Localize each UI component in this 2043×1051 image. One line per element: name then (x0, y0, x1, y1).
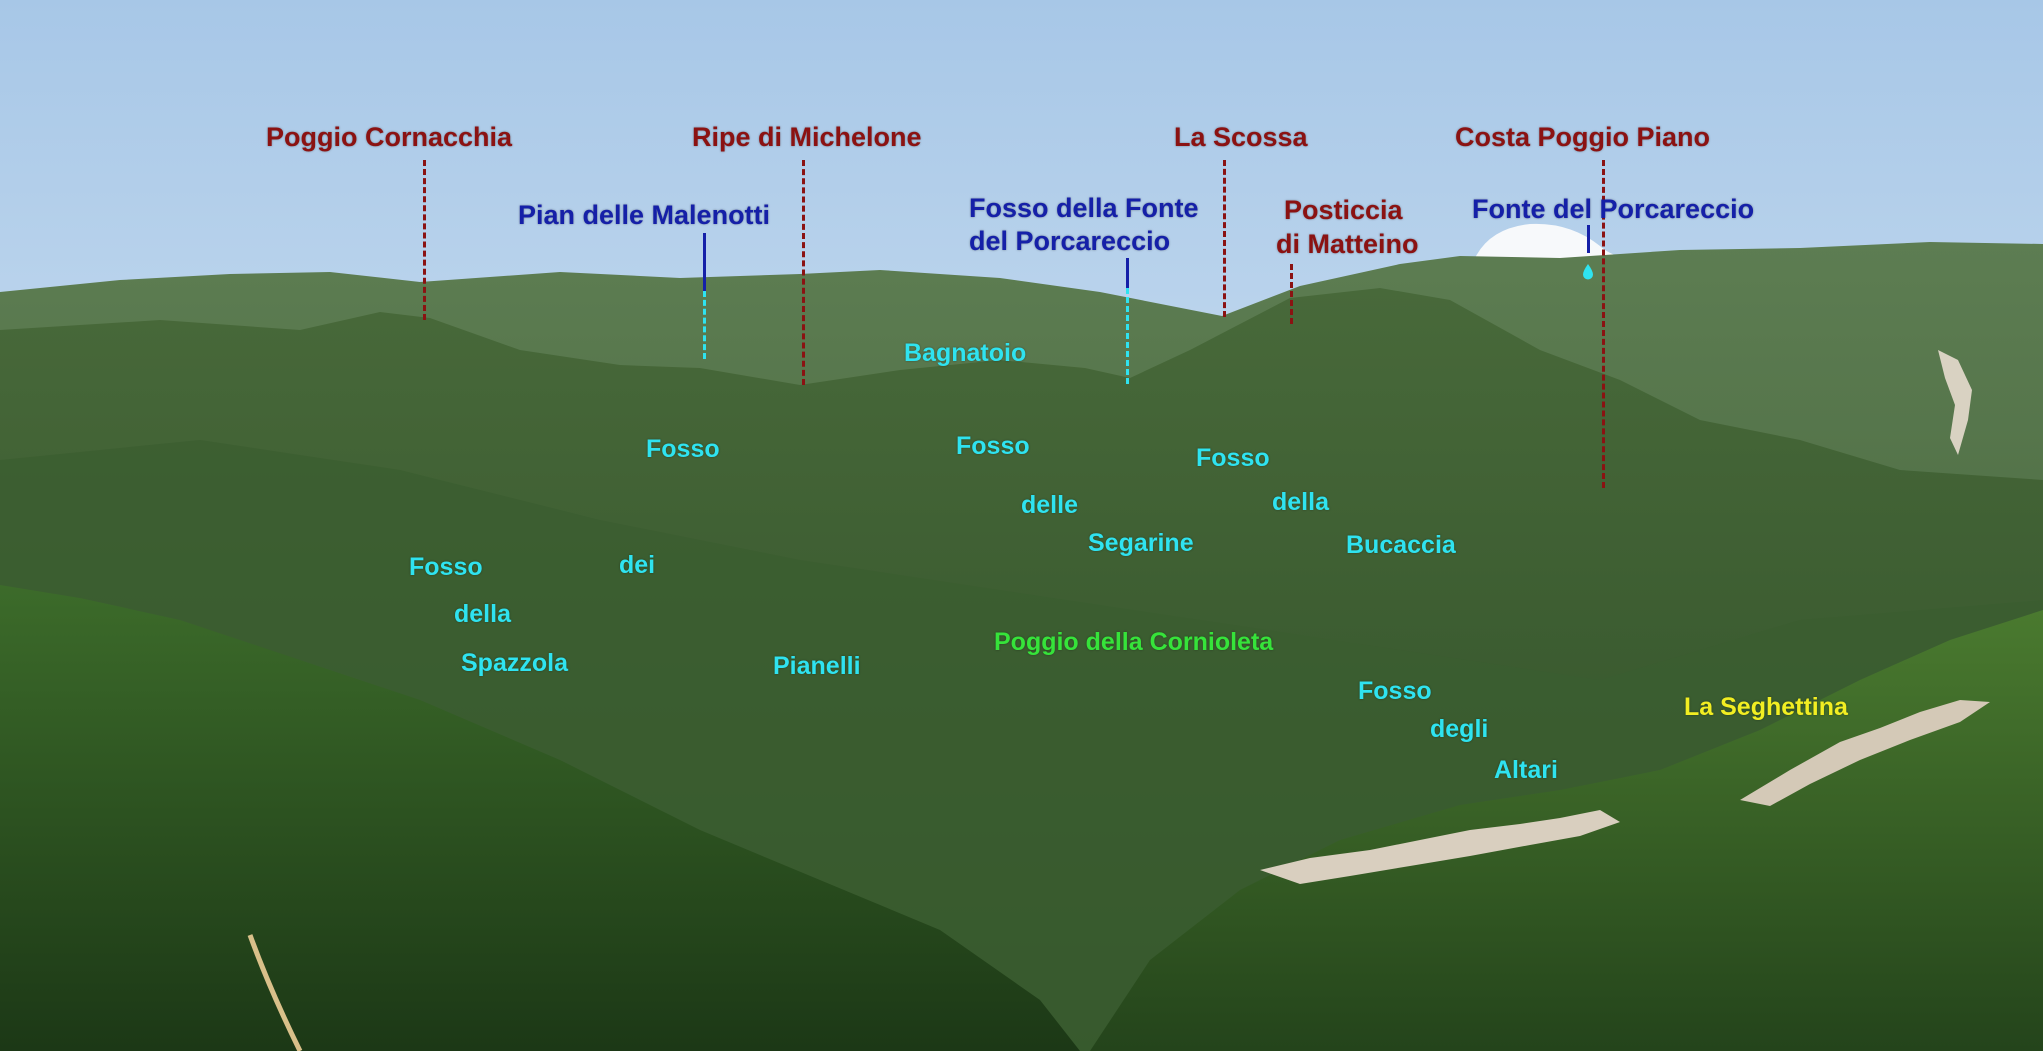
label-fosso-della-spazzola-1: Fosso (409, 553, 483, 581)
label-la-scossa: La Scossa (1174, 122, 1308, 152)
marker-ripe-di-michelone (802, 160, 805, 385)
label-fosso-della-bucaccia-2: della (1272, 488, 1329, 516)
label-bagnatoio: Bagnatoio (904, 339, 1027, 367)
label-fosso-degli-altari-2: degli (1430, 715, 1489, 743)
label-fonte-del-porcareccio: Fonte del Porcareccio (1472, 194, 1755, 224)
marker-costa-poggio-piano (1602, 160, 1605, 488)
label-fosso-degli-altari-1: Fosso (1358, 677, 1432, 705)
label-pian-delle-malenotti: Pian delle Malenotti (518, 200, 771, 230)
marker-pian-delle-malenotti-bottom (703, 291, 706, 359)
label-poggio-cornacchia: Poggio Cornacchia (266, 122, 513, 152)
label-fosso-delle-segarine-1: Fosso (956, 432, 1030, 460)
label-poggio-della-cornioleta: Poggio della Cornioleta (994, 628, 1274, 656)
label-fosso-dei-pianelli-2: dei (619, 551, 656, 579)
label-fosso-dei-pianelli-1: Fosso (646, 435, 720, 463)
label-la-seghettina: La Seghettina (1684, 693, 1848, 721)
label-fosso-della-spazzola-2: della (454, 600, 511, 628)
marker-fosso-fonte-top (1126, 258, 1129, 288)
rock-outcrop (1260, 810, 1620, 884)
label-ripe-di-michelone: Ripe di Michelone (692, 122, 922, 152)
marker-la-scossa (1223, 160, 1226, 317)
marker-posticcia (1290, 264, 1293, 324)
marker-fosso-fonte-bottom (1126, 288, 1129, 384)
label-fosso-degli-altari-3: Altari (1494, 756, 1558, 784)
dry-grass-stalk (247, 934, 303, 1051)
water-drop-icon (1583, 264, 1593, 280)
label-posticcia-line1: Posticcia (1284, 195, 1403, 225)
label-fosso-delle-segarine-3: Segarine (1088, 529, 1194, 557)
label-fosso-fonte-line2: del Porcareccio (969, 226, 1171, 256)
marker-pian-delle-malenotti-top (703, 233, 706, 291)
marker-poggio-cornacchia (423, 160, 426, 320)
left-foreground-hill (0, 585, 1080, 1051)
label-fosso-della-bucaccia-1: Fosso (1196, 444, 1270, 472)
label-fosso-dei-pianelli-3: Pianelli (773, 652, 861, 680)
label-fosso-della-bucaccia-3: Bucaccia (1346, 531, 1456, 559)
label-costa-poggio-piano: Costa Poggio Piano (1455, 122, 1711, 152)
landslide-scar (1938, 350, 1972, 455)
label-fosso-della-spazzola-3: Spazzola (461, 649, 568, 677)
label-posticcia-line2: di Matteino (1276, 229, 1419, 259)
marker-fonte-del-porcareccio (1587, 225, 1590, 253)
rock-outcrop-2 (1740, 700, 1990, 806)
label-fosso-delle-segarine-2: delle (1021, 491, 1078, 519)
label-fosso-fonte-line1: Fosso della Fonte (969, 193, 1199, 223)
